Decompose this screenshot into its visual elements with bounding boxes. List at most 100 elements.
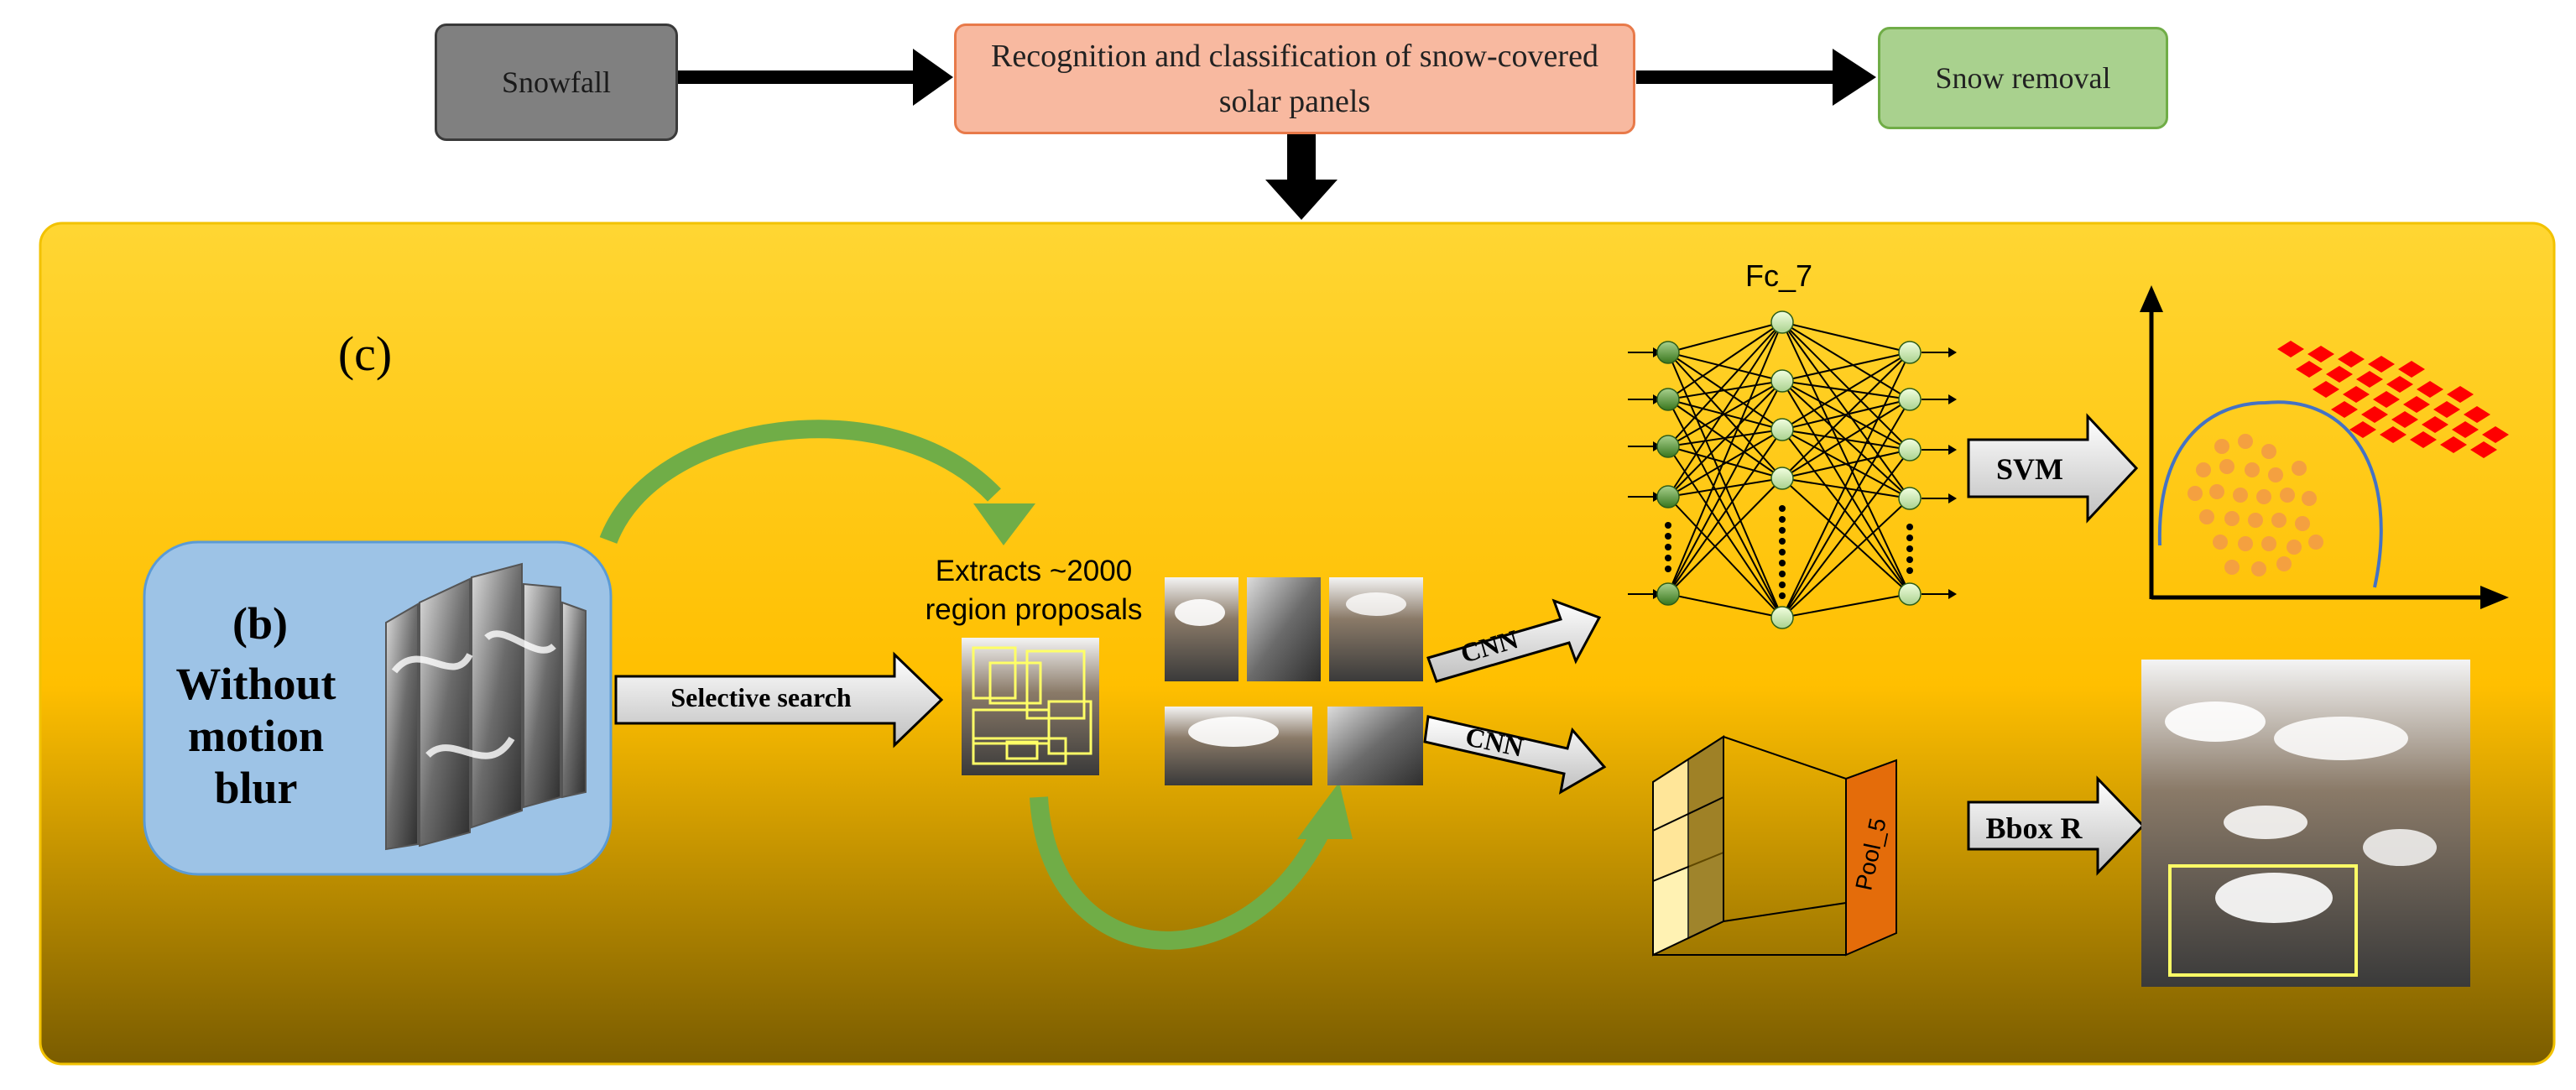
svm-dot — [2261, 536, 2276, 551]
svm-dot — [2256, 489, 2271, 504]
svm-diamond — [2440, 436, 2467, 453]
nn-nodes — [1656, 310, 1922, 629]
svm-dot — [2233, 488, 2248, 503]
nn-output-node — [1898, 582, 1922, 606]
svm-diamond — [2386, 376, 2413, 393]
svm-diamond — [2410, 431, 2437, 448]
nn-ellipsis-dot — [1665, 533, 1671, 540]
selective-search-arrow — [614, 651, 944, 748]
nn-ellipsis-dot — [1779, 549, 1786, 555]
green-arrow-top — [599, 420, 1001, 545]
cnn-arrow-bottom — [1423, 715, 1607, 795]
svm-decision-curve — [2157, 400, 2383, 588]
nn-ellipsis-dot — [1779, 560, 1786, 566]
svm-dot — [2302, 491, 2317, 506]
nn-ellipsis-dot — [1906, 524, 1913, 530]
svm-dot-markers — [2188, 434, 2323, 576]
svm-diamond — [2356, 371, 2383, 388]
flow-arrows — [678, 49, 1876, 220]
svm-diamond — [2391, 411, 2418, 428]
svm-dot — [2199, 509, 2214, 524]
nn-hidden-node — [1770, 369, 1794, 393]
nn-ellipsis-dot — [1665, 566, 1671, 572]
svm-diamond — [2380, 426, 2407, 443]
label-b: (b) — [232, 598, 288, 649]
svm-diamond — [2452, 421, 2479, 438]
nn-ellipsis-dot — [1779, 582, 1786, 588]
svm-diamond — [2326, 366, 2353, 383]
svm-diamond — [2422, 416, 2448, 433]
nn-hidden-node — [1770, 418, 1794, 441]
nn-ellipsis-dot — [1906, 556, 1913, 563]
nn-input-node — [1656, 388, 1680, 411]
nn-output-node — [1898, 487, 1922, 510]
svm-dot — [2280, 488, 2295, 503]
nn-hidden-node — [1770, 467, 1794, 490]
svm-dot — [2224, 560, 2240, 575]
nn-hidden-node — [1770, 606, 1794, 629]
svm-dot — [2248, 513, 2263, 528]
svm-diamond — [2403, 396, 2430, 413]
svm-diamond — [2464, 406, 2490, 423]
fc7-label: Fc_7 — [1744, 258, 1813, 293]
nn-hidden-node — [1770, 310, 1794, 334]
svm-dot — [2245, 462, 2260, 477]
nn-input-node — [1656, 582, 1680, 606]
cropped-regions — [1165, 577, 1423, 785]
snow-removal-box: Snow removal — [1878, 27, 2168, 129]
svm-dot — [2268, 467, 2283, 482]
image-stack — [385, 562, 587, 851]
svm-dot — [2238, 536, 2253, 551]
nn-ellipsis-dot — [1665, 555, 1671, 561]
svm-dot — [2219, 459, 2234, 474]
nn-ellipsis-dot — [1779, 538, 1786, 545]
nn-output-node — [1898, 388, 1922, 411]
nn-input-node — [1656, 485, 1680, 508]
nn-ellipsis-dot — [1779, 516, 1786, 523]
pool5-block — [1652, 735, 1897, 957]
svm-diamond — [2349, 421, 2376, 438]
svm-dot — [2196, 462, 2211, 477]
nn-input-node — [1656, 435, 1680, 458]
svm-dot — [2276, 556, 2292, 571]
nn-output-node — [1898, 438, 1922, 462]
svm-dot — [2213, 535, 2228, 550]
cnn-arrow-top — [1426, 598, 1602, 683]
nn-ellipsis-dot — [1779, 571, 1786, 577]
svm-dot — [2292, 461, 2307, 476]
label-c: (c) — [337, 326, 393, 381]
svm-diamond — [2343, 386, 2370, 403]
nn-ellipsis-dot — [1665, 544, 1671, 550]
bbox-label: Bbox R — [1985, 811, 2083, 845]
recognition-box: Recognition and classification of snow-c… — [954, 23, 1635, 134]
detected-bbox — [2168, 864, 2358, 977]
svm-dot — [2261, 444, 2276, 459]
green-arrow-bottom — [1030, 796, 1330, 950]
svm-diamond — [2331, 401, 2358, 418]
nn-ellipsis-dot — [1665, 522, 1671, 529]
svm-dot — [2209, 484, 2224, 499]
svm-dot — [2214, 439, 2229, 454]
recognition-label: Recognition and classification of snow-c… — [991, 39, 1598, 119]
nn-ellipsis-dot — [1906, 545, 1913, 552]
svm-label: SVM — [1996, 452, 2063, 486]
nn-ellipsis-dot — [1906, 567, 1913, 574]
svm-diamond — [2277, 341, 2304, 357]
snow-removal-label: Snow removal — [1935, 61, 2111, 95]
svm-diamond — [2373, 391, 2400, 408]
svm-diamond — [2433, 401, 2460, 418]
svm-dot — [2308, 535, 2323, 550]
extracts-label: Extracts ~2000 region proposals — [925, 555, 1143, 626]
svm-diamond — [2307, 346, 2334, 362]
nn-ellipsis-dot — [1779, 505, 1786, 512]
nn-ellipsis-dot — [1906, 535, 1913, 541]
snowfall-label: Snowfall — [502, 65, 611, 99]
nn-input-node — [1656, 341, 1680, 364]
svm-arrow — [1967, 413, 2139, 524]
svm-diamond-markers — [2277, 341, 2509, 458]
svm-dot — [2238, 434, 2253, 449]
pool5-face — [1845, 759, 1897, 957]
svm-dot — [2188, 486, 2203, 501]
nn-output-node — [1898, 341, 1922, 364]
svm-diamond — [2361, 406, 2388, 423]
